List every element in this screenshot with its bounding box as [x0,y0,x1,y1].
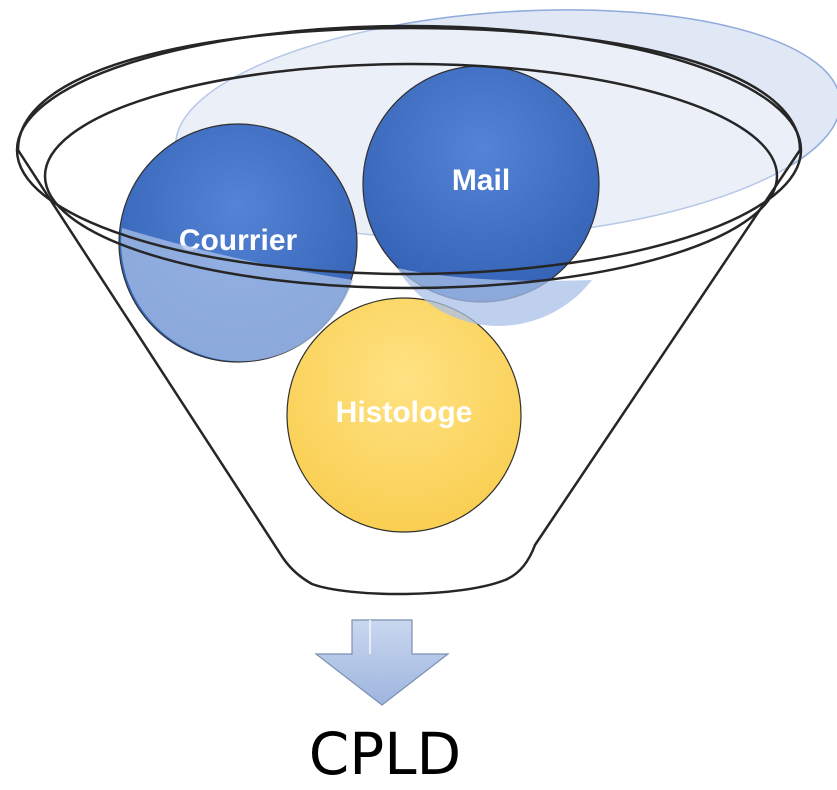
funnel-rim-outer [15,24,803,276]
mail-label: Mail [452,164,510,197]
histologe-label: Histologe [336,396,473,429]
mail-pale-half [397,268,592,326]
output-label: CPLD [309,720,461,788]
funnel-rim-inner [43,62,779,290]
input-circle-histologe: Histologe [286,297,522,533]
down-arrow-icon [314,619,450,706]
input-circle-mail: Mail [362,65,600,303]
courrier-pale-half [121,228,353,362]
